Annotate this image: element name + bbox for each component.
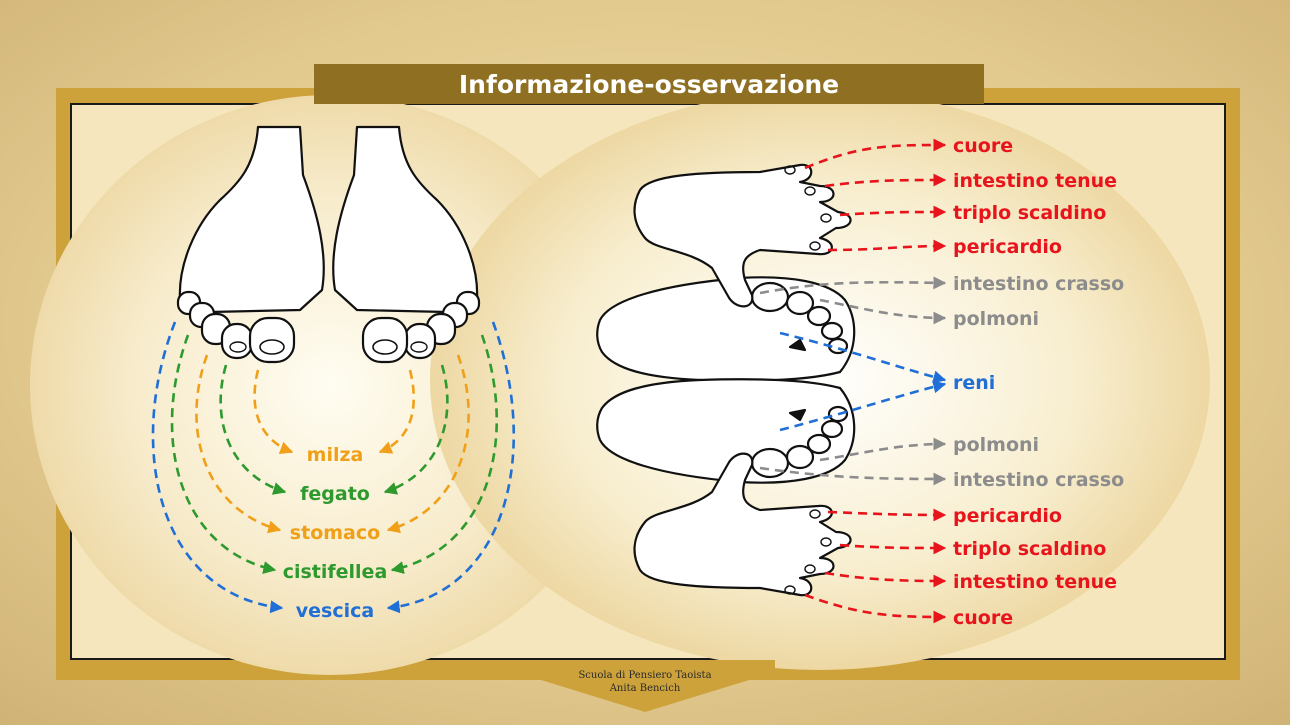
feet-label: milza <box>307 444 364 466</box>
feet-label: cistifellea <box>283 561 388 583</box>
hands-label: triplo scaldino <box>953 202 1106 224</box>
hands-label: intestino tenue <box>953 571 1117 593</box>
feet-label: stomaco <box>290 522 380 544</box>
hands-label: intestino tenue <box>953 170 1117 192</box>
credit-line-1: Scuola di Pensiero Taoista <box>578 670 711 681</box>
feet-label: fegato <box>300 483 370 505</box>
hands-label: polmoni <box>953 308 1039 330</box>
hands-label: pericardio <box>953 505 1062 527</box>
hands-label: cuore <box>953 135 1013 157</box>
page-title: Informazione-osservazione <box>459 70 839 99</box>
hands-label: polmoni <box>953 434 1039 456</box>
hands-label: intestino crasso <box>953 273 1124 295</box>
feet-label: vescica <box>296 600 374 622</box>
hands-label: cuore <box>953 607 1013 629</box>
hands-label: reni <box>953 372 995 394</box>
credit-line-2: Anita Bencich <box>609 683 681 694</box>
hands-label: pericardio <box>953 236 1062 258</box>
hands-label: triplo scaldino <box>953 538 1106 560</box>
hands-label: intestino crasso <box>953 469 1124 491</box>
